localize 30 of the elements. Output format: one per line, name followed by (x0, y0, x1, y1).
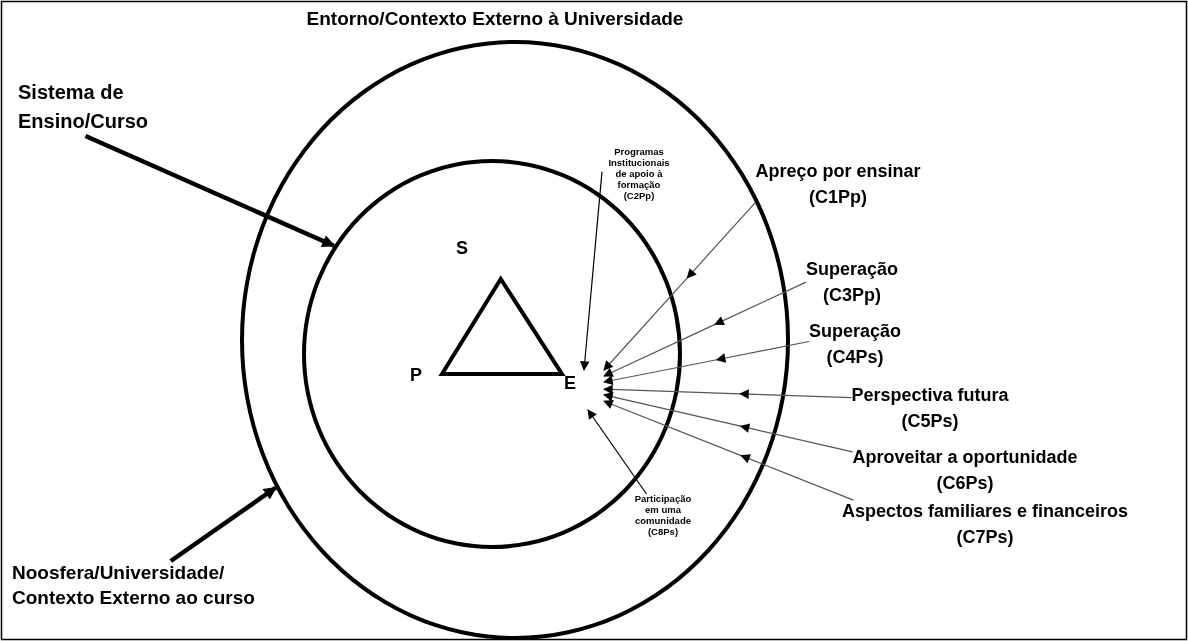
category-label: Superação (809, 320, 901, 343)
category-label: (C3Pp) (822, 284, 882, 308)
category-label: Apreço por ensinar (755, 160, 921, 183)
arrow (603, 281, 807, 377)
category-label: Aspectos familiares e financeiros (841, 500, 1129, 523)
title: Entorno/Contexto Externo à Universidade (306, 8, 684, 30)
arrow (587, 409, 648, 495)
arrow (603, 385, 853, 399)
arrow (603, 400, 854, 501)
vertex-label: P (410, 365, 422, 386)
arrow (603, 340, 810, 385)
category-label: Perspectiva futura (851, 384, 1009, 407)
category-label: Participação em uma comunidade (C8Ps) (633, 494, 693, 538)
category-label: (C5Ps) (900, 410, 960, 434)
vertex-label: S (456, 238, 468, 259)
category-label: (C4Ps) (825, 346, 885, 370)
category-label: Superação (806, 258, 898, 281)
arrow (603, 392, 854, 453)
arrow (580, 170, 603, 371)
category-label: Aproveitar a oportunidade (852, 446, 1078, 469)
category-label: (C7Ps) (955, 526, 1015, 550)
category-label: (C6Ps) (935, 472, 995, 496)
context-label: Sistema de Ensino/Curso (18, 80, 149, 134)
category-label: (C1Pp) (808, 186, 868, 210)
arrow (84, 133, 336, 248)
arrow (603, 201, 757, 371)
arrow (169, 485, 277, 563)
vertex-label: E (564, 372, 576, 395)
context-label: Noosfera/Universidade/ Contexto Externo ao curso (12, 561, 256, 610)
category-label: Programas Institucionais de apoio à formação (C2Pp) (607, 147, 671, 202)
